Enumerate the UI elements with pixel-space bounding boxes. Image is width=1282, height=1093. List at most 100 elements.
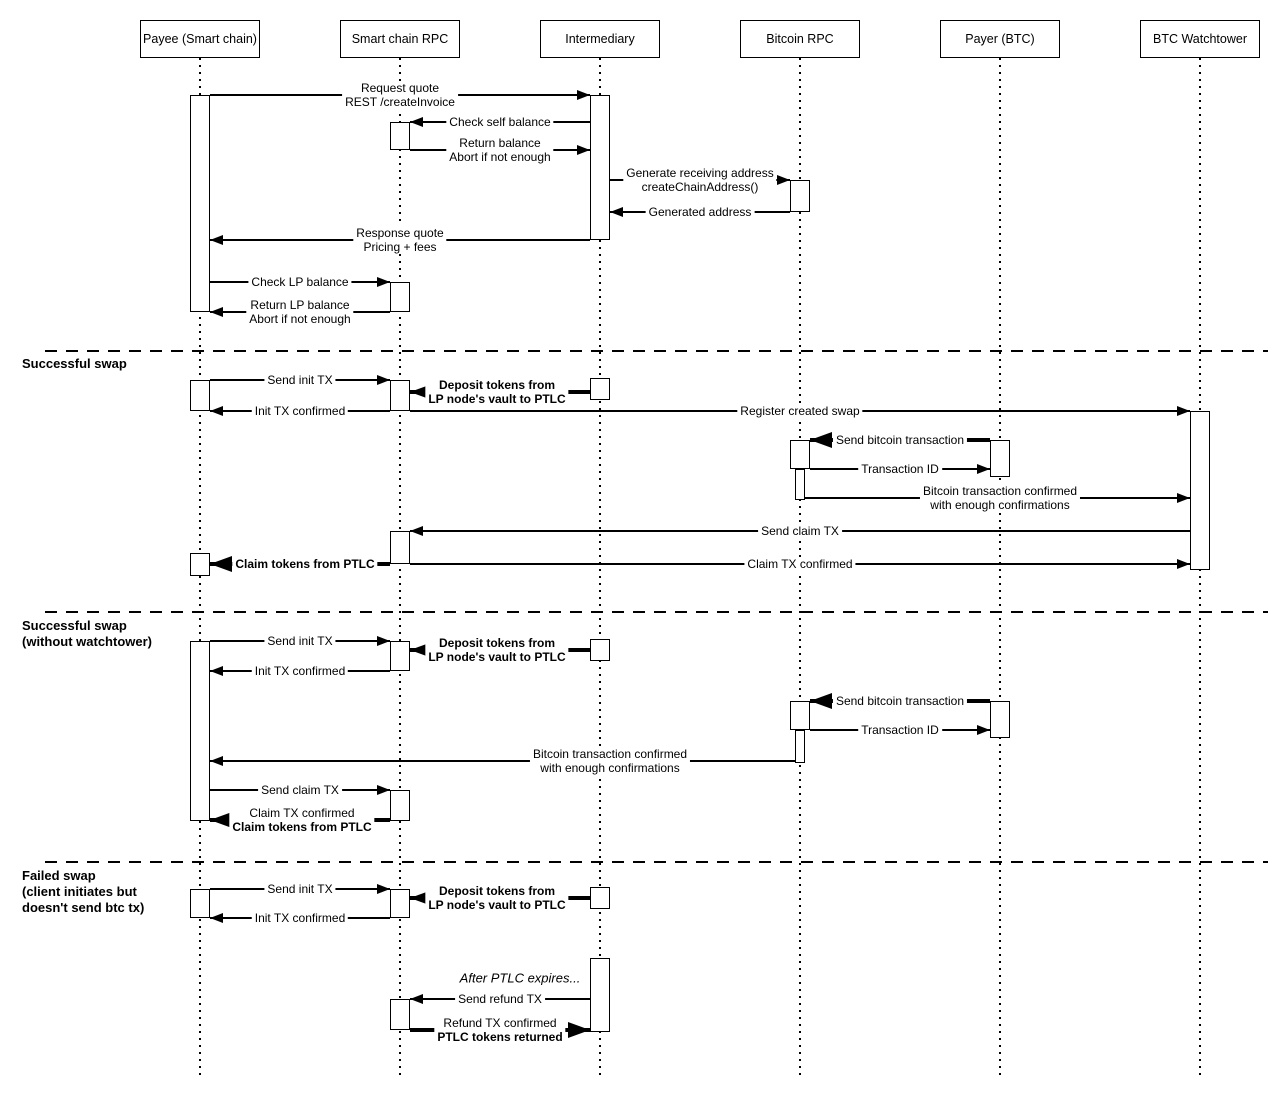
message-label: Send claim TX <box>758 524 842 538</box>
activation-bar <box>390 641 410 671</box>
message-label: Send init TX <box>264 373 336 387</box>
message-label: Transaction ID <box>858 462 942 476</box>
message-arrowhead <box>210 234 223 245</box>
message-label-line: Send claim TX <box>761 524 839 538</box>
activation-bar <box>990 440 1010 477</box>
section-separator <box>45 350 1268 352</box>
section-label: Successful swap(without watchtower) <box>22 618 152 650</box>
message-label-line: Refund TX confirmed <box>443 1016 557 1030</box>
message-label: Generated address <box>645 205 755 219</box>
message-arrowhead <box>410 993 423 1004</box>
message-label-line: Transaction ID <box>861 462 939 476</box>
lifeline-title: Intermediary <box>565 32 635 46</box>
message-arrowhead <box>977 463 990 474</box>
section-label: Successful swap <box>22 356 127 372</box>
section-separator <box>45 861 1268 863</box>
message-arrowhead <box>377 374 390 385</box>
message-arrowhead <box>377 635 390 646</box>
message-label: Send refund TX <box>455 992 545 1006</box>
lifeline-head-smart-chain-rpc: Smart chain RPC <box>340 20 460 58</box>
message-label: Check LP balance <box>248 275 352 289</box>
activation-bar <box>590 887 610 909</box>
message-arrowhead <box>377 883 390 894</box>
activation-bar <box>795 469 805 500</box>
message-arrowhead <box>977 724 990 735</box>
message-arrowhead <box>810 432 832 448</box>
message-label-line: LP node's vault to PTLC <box>428 392 566 406</box>
section-label-line: (without watchtower) <box>22 634 152 649</box>
message-label: Init TX confirmed <box>251 911 349 925</box>
section-label-line: (client initiates but <box>22 884 137 899</box>
message-label-line: createChainAddress() <box>641 180 759 194</box>
activation-bar <box>390 999 410 1030</box>
activation-bar <box>390 122 410 150</box>
message-label-line: Response quote <box>356 226 444 240</box>
message-arrowhead <box>410 525 423 536</box>
message-arrowhead <box>410 116 423 127</box>
message-label-line: Abort if not enough <box>249 312 351 326</box>
activation-bar <box>190 889 210 918</box>
message-label-line: Send claim TX <box>261 783 339 797</box>
message-arrowhead <box>377 784 390 795</box>
activation-bar <box>190 553 210 576</box>
message-label-line: Claim tokens from PTLC <box>232 820 372 834</box>
message-label: Send bitcoin transaction <box>832 433 968 447</box>
lifeline-title: Smart chain RPC <box>351 32 449 46</box>
message-label: Init TX confirmed <box>251 664 349 678</box>
message-arrowhead <box>210 912 223 923</box>
message-arrowhead <box>777 174 790 185</box>
lifeline-title: Payer (BTC) <box>965 32 1035 46</box>
activation-bar <box>590 378 610 400</box>
lifeline-head-payer-btc: Payer (BTC) <box>940 20 1060 58</box>
message-label-line: Generated address <box>648 205 752 219</box>
message-label-line: Bitcoin transaction confirmed <box>922 484 1078 498</box>
section-label-line: doesn't send btc tx) <box>22 900 145 915</box>
message-arrowhead <box>210 812 232 828</box>
message-label-line: Send init TX <box>267 634 333 648</box>
message-label-line: PTLC tokens returned <box>437 1030 563 1044</box>
message-label-line: Register created swap <box>740 404 860 418</box>
message-arrowhead <box>377 276 390 287</box>
message-label-line: Deposit tokens from <box>438 378 555 392</box>
message-label-line: Return LP balance <box>250 298 350 312</box>
message-label-line: Send bitcoin transaction <box>835 694 965 708</box>
message-label: Check self balance <box>446 115 554 129</box>
message-label-line: with enough confirmations <box>540 761 680 775</box>
message-label-line: Init TX confirmed <box>254 404 346 418</box>
message-arrowhead <box>1177 492 1190 503</box>
message-label: Send init TX <box>264 882 336 896</box>
activation-bar <box>190 95 210 312</box>
message-label-line: Request quote <box>360 81 440 95</box>
message-label-line: Send init TX <box>267 373 333 387</box>
message-label-line: Send refund TX <box>458 992 542 1006</box>
message-label-line: Send bitcoin transaction <box>835 433 965 447</box>
message-label-line: Init TX confirmed <box>254 911 346 925</box>
activation-bar <box>790 440 810 469</box>
message-label: Transaction ID <box>858 723 942 737</box>
lifeline-head-bitcoin-rpc: Bitcoin RPC <box>740 20 860 58</box>
lifeline-intermediary <box>599 58 601 1080</box>
activation-bar <box>390 790 410 821</box>
message-arrowhead <box>210 665 223 676</box>
note-text: After PTLC expires... <box>456 970 584 986</box>
message-label-line: Deposit tokens from <box>438 884 555 898</box>
message-arrowhead <box>210 556 232 572</box>
message-label-line: Claim TX confirmed <box>249 806 355 820</box>
message-line <box>210 760 795 762</box>
message-label: Claim TX confirmed <box>744 557 856 571</box>
message-label-line: with enough confirmations <box>930 498 1070 512</box>
lifeline-title: BTC Watchtower <box>1152 32 1247 46</box>
activation-bar <box>390 889 410 918</box>
lifeline-head-btc-watchtower: BTC Watchtower <box>1140 20 1260 58</box>
message-arrowhead <box>610 206 623 217</box>
message-arrowhead <box>210 405 223 416</box>
message-label-line: Init TX confirmed <box>254 664 346 678</box>
message-label-line: Claim TX confirmed <box>747 557 853 571</box>
